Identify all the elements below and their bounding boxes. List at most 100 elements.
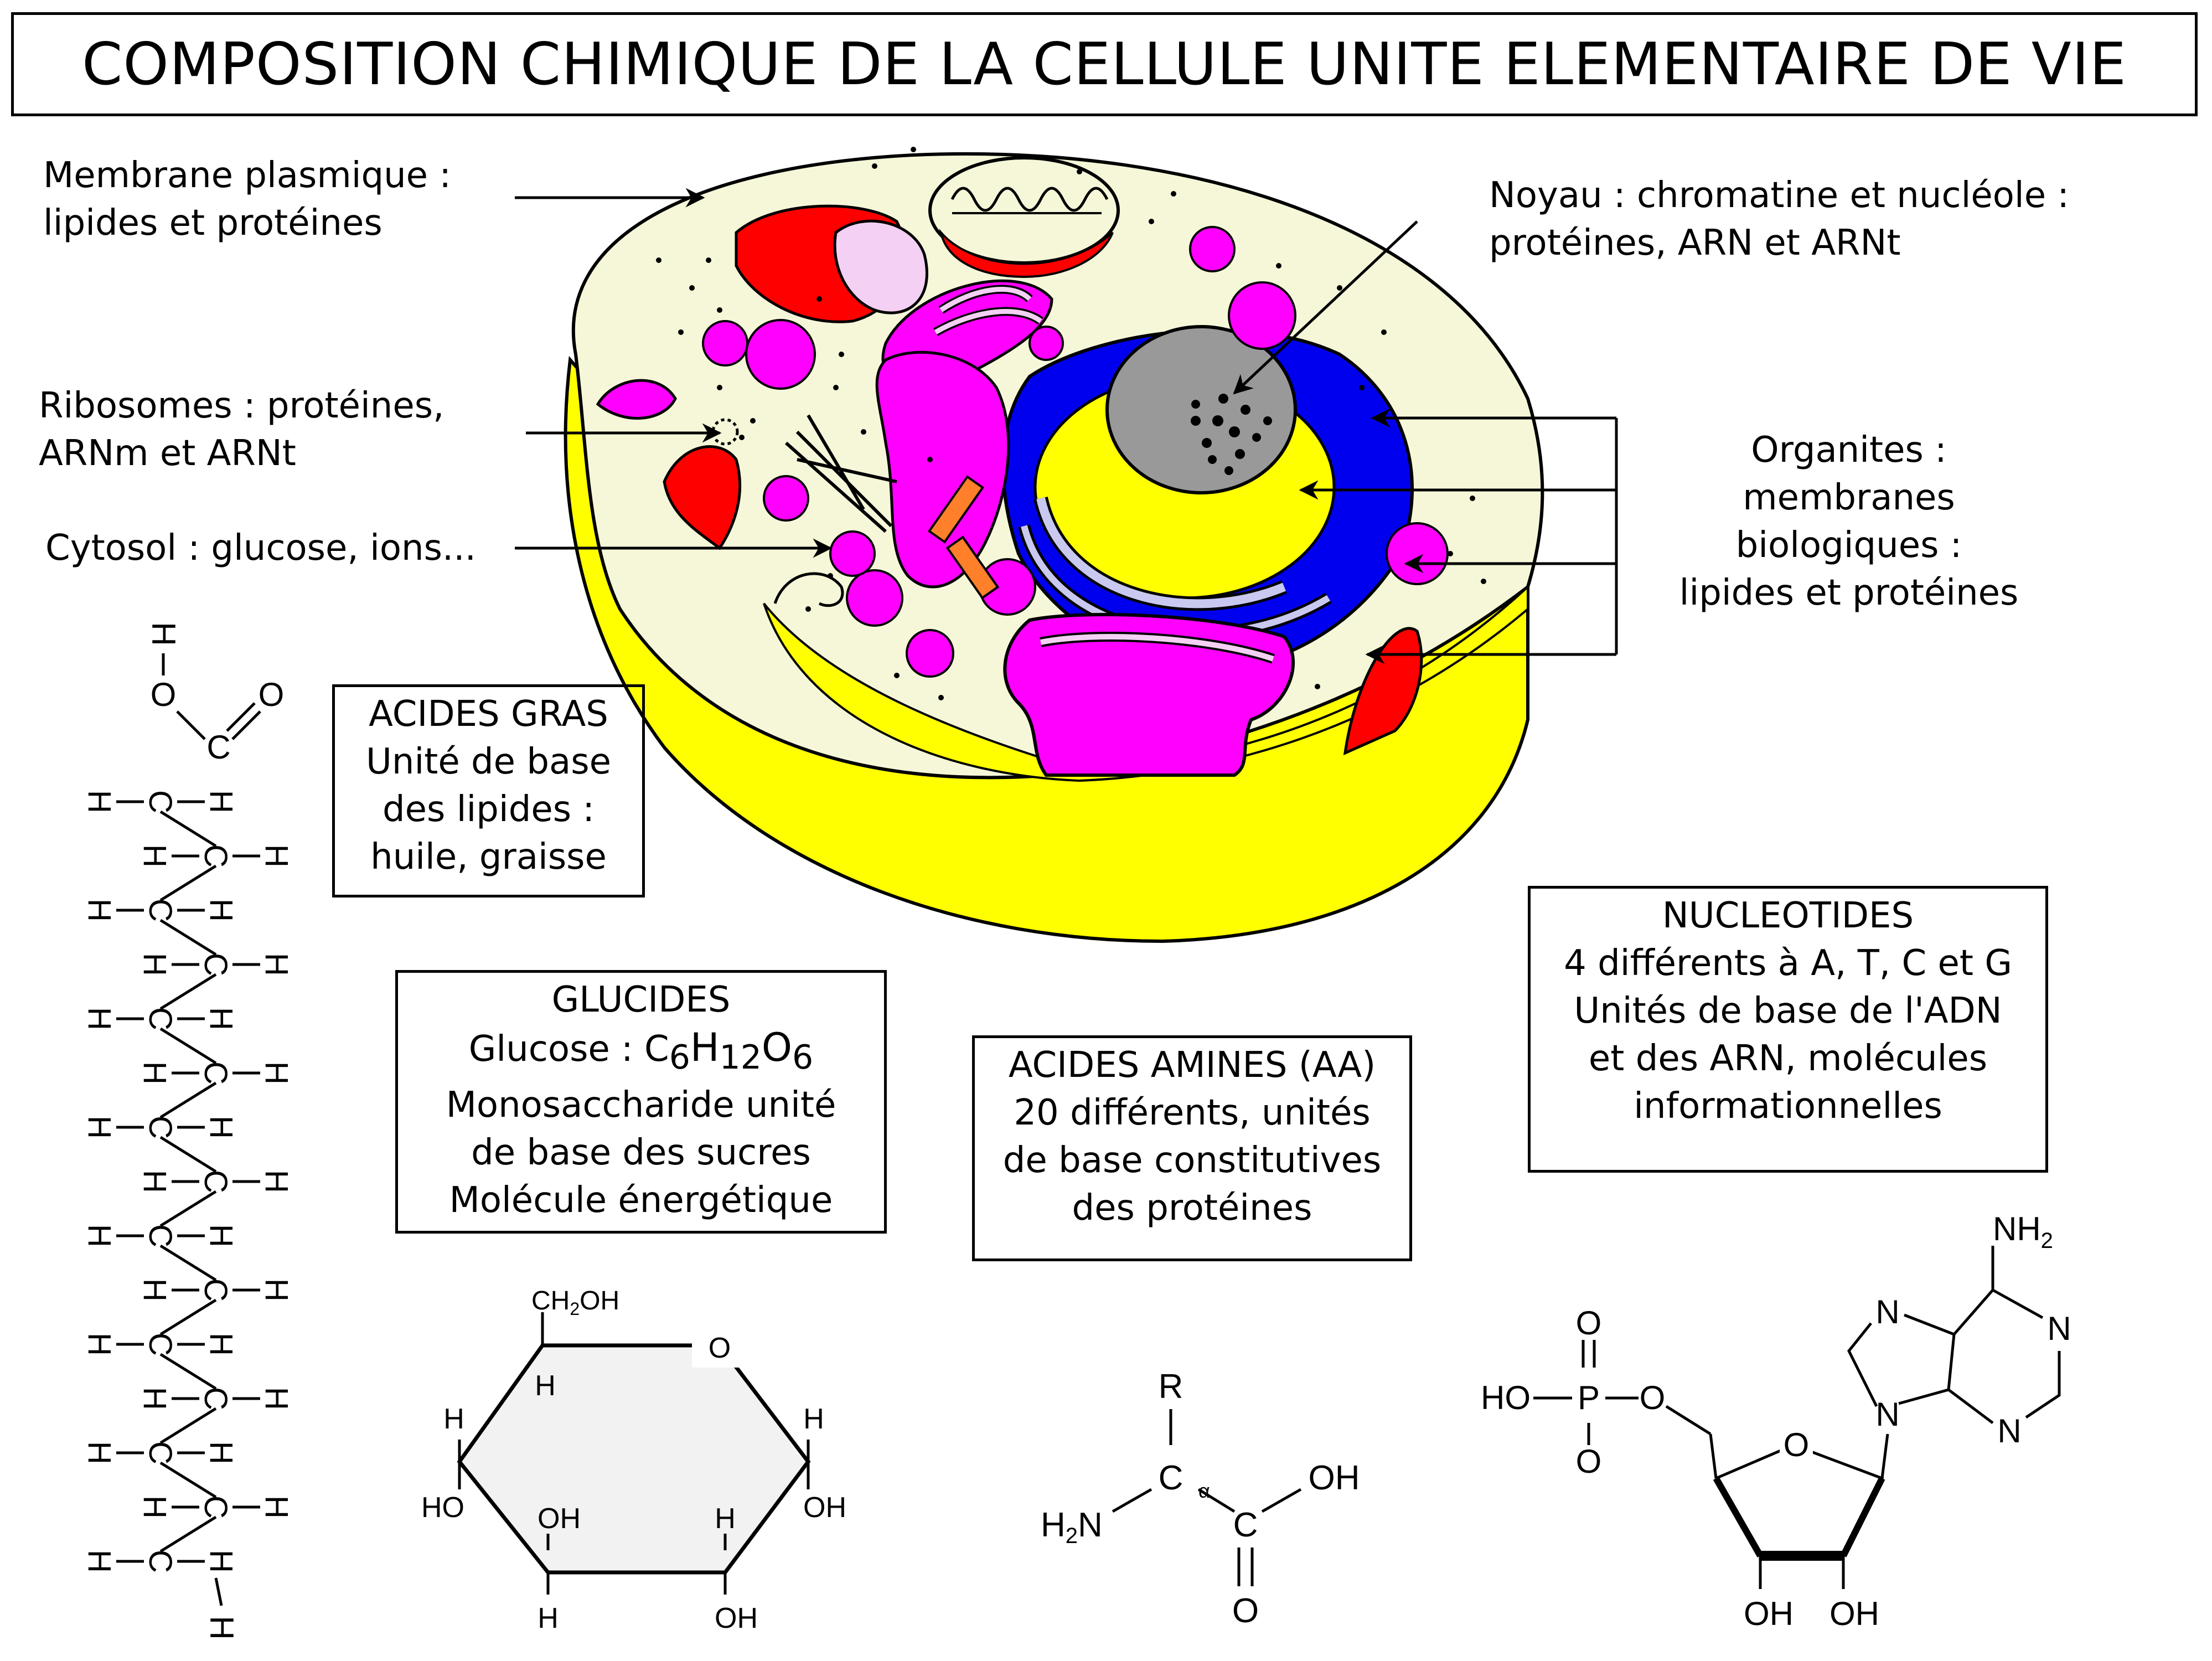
svg-text:NH2: NH2 [1993,1210,2053,1253]
chain-atom-h: H [203,790,239,813]
chain-atom-c: C [198,844,234,868]
chain-bond [159,1136,217,1173]
svg-text:H: H [715,1503,736,1535]
red-organelle-2 [663,445,742,550]
nucleolus [1105,325,1297,494]
chain-atom-h: H [81,790,117,813]
chain-atom-c: C [198,1387,234,1410]
svg-text:α: α [1198,1479,1210,1502]
svg-text:P: P [1578,1379,1600,1416]
chain-atom-h: H [259,1278,294,1302]
vesicles [702,226,1449,678]
svg-text:H: H [535,1370,556,1402]
svg-text:O: O [1784,1426,1810,1463]
chain-tail-bond [214,1577,223,1606]
label-membrane: Membrane plasmique :lipides et protéines [43,155,451,244]
svg-text:H2N: H2N [1041,1506,1103,1548]
chain-atom-h: H [259,1495,294,1519]
chain-atom-c: C [198,1495,234,1519]
chain-atom-h: H [81,1007,117,1030]
svg-text:OH: OH [803,1492,846,1524]
chain-atom-h: H [203,1333,239,1356]
chain-bond [159,1407,217,1445]
svg-text:CH2OH: CH2OH [531,1286,619,1319]
chain-atom-c: C [142,1224,178,1247]
chain-bond [159,1461,217,1499]
chain-atom-c: C [142,1116,178,1139]
pinocytosis [596,379,677,420]
cell-cut-surface [763,584,1529,782]
centriole-2 [945,535,1000,600]
chain-bond [159,1244,217,1282]
chain-atom-c: C [198,1278,234,1302]
svg-text:C: C [1159,1459,1183,1497]
chain-atom-c: C [142,899,178,922]
chain-atom-h: H [81,1550,117,1573]
chain-atom-c: C [142,1441,178,1464]
svg-text:N: N [1875,1293,1899,1330]
chain-atom-h: H [81,1441,117,1464]
fatty-h: H [145,622,182,646]
ribosomes [656,147,1486,700]
svg-text:HO: HO [421,1492,464,1524]
chain-atom-h: H [203,899,239,922]
fatty-acid-structure: H O O C [145,622,284,766]
svg-text:C: C [1233,1506,1258,1544]
chain-atom-h: H [259,1170,294,1193]
svg-text:R: R [1159,1368,1183,1406]
chain-atom-c: C [142,1007,178,1030]
svg-text:OH: OH [538,1503,581,1535]
chain-atom-h: H [81,1333,117,1356]
chain-atom-h: H [203,1550,239,1573]
vesicle-pink [833,219,928,314]
box-glucides: GLUCIDES Glucose : C6H12O6 Monosaccharid… [395,970,887,1234]
chain-atom-c: C [198,1170,234,1193]
chain-atom-h: H [203,1116,239,1139]
chain-atom-h: H [81,899,117,922]
svg-text:H: H [538,1602,559,1634]
fatty-c: C [206,729,230,766]
centriole-1 [927,475,985,544]
chain-bond [159,1353,217,1390]
svg-text:OH: OH [1744,1595,1794,1632]
svg-text:N: N [1875,1396,1899,1433]
chain-atom-c: C [198,1061,234,1085]
chain-atom-h: H [203,1224,239,1247]
fatty-o2: O [259,676,285,713]
polysome [711,418,739,446]
label-cytosol: Cytosol : glucose, ions... [45,528,476,569]
chain-atom-h: H [259,1387,294,1410]
chain-atom-h: H [81,1224,117,1247]
svg-text:H: H [443,1403,464,1435]
chain-bond [159,864,217,902]
label-noyau: Noyau : chromatine et nucléole :protéine… [1489,175,2069,264]
chain-bond [159,810,217,848]
svg-text:HO: HO [1481,1379,1531,1416]
page-title: COMPOSITION CHIMIQUE DE LA CELLULE UNITE… [11,12,2198,116]
svg-text:O: O [709,1332,731,1364]
chain-bond [159,973,217,1010]
chain-atom-h: H [137,1495,173,1519]
cell-diagram [564,147,1544,943]
chain-atom-c: C [142,1550,178,1573]
box-acides-amines: ACIDES AMINES (AA)20 différents, unités … [972,1035,1412,1261]
mitochondrion [928,156,1120,278]
red-organelle-3 [1343,627,1423,756]
amino-acid-structure: R C α H2N C OH O [1041,1368,1360,1630]
chain-bond [159,1027,217,1065]
chain-atom-h: H [259,953,294,976]
fatty-o: O [151,676,177,713]
chain-atom-h: H [137,844,173,868]
chain-atom-h: H [259,844,294,868]
glucose-structure: O CH2OH H H OH H HO H OH OH H [421,1286,846,1634]
svg-text:H: H [803,1403,824,1435]
chain-atom-c: C [198,953,234,976]
chain-atom-c: C [142,1333,178,1356]
magenta-organelle [875,350,1010,589]
svg-text:O: O [1640,1379,1666,1416]
chain-atom-h: H [137,1170,173,1193]
chain-atom-c: C [142,790,178,813]
